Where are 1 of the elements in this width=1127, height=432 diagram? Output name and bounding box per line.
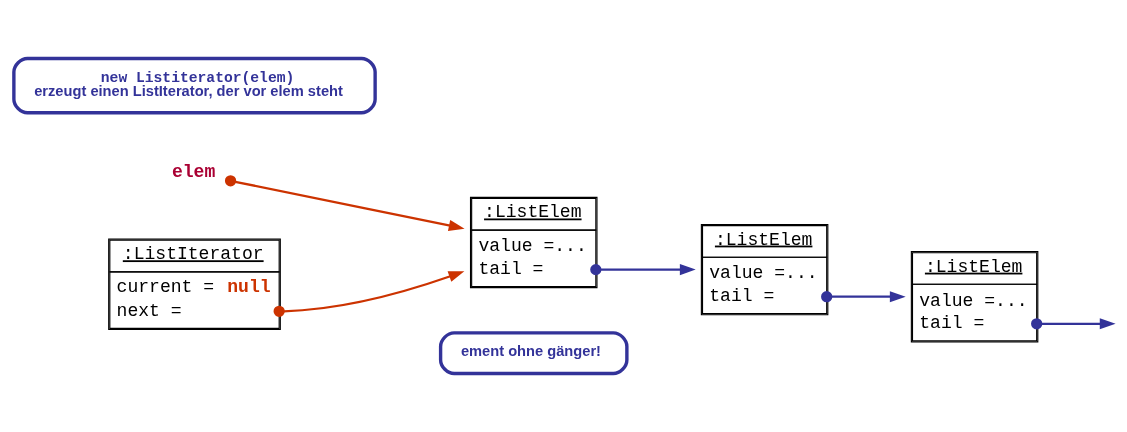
node-text: elem (171, 161, 216, 182)
